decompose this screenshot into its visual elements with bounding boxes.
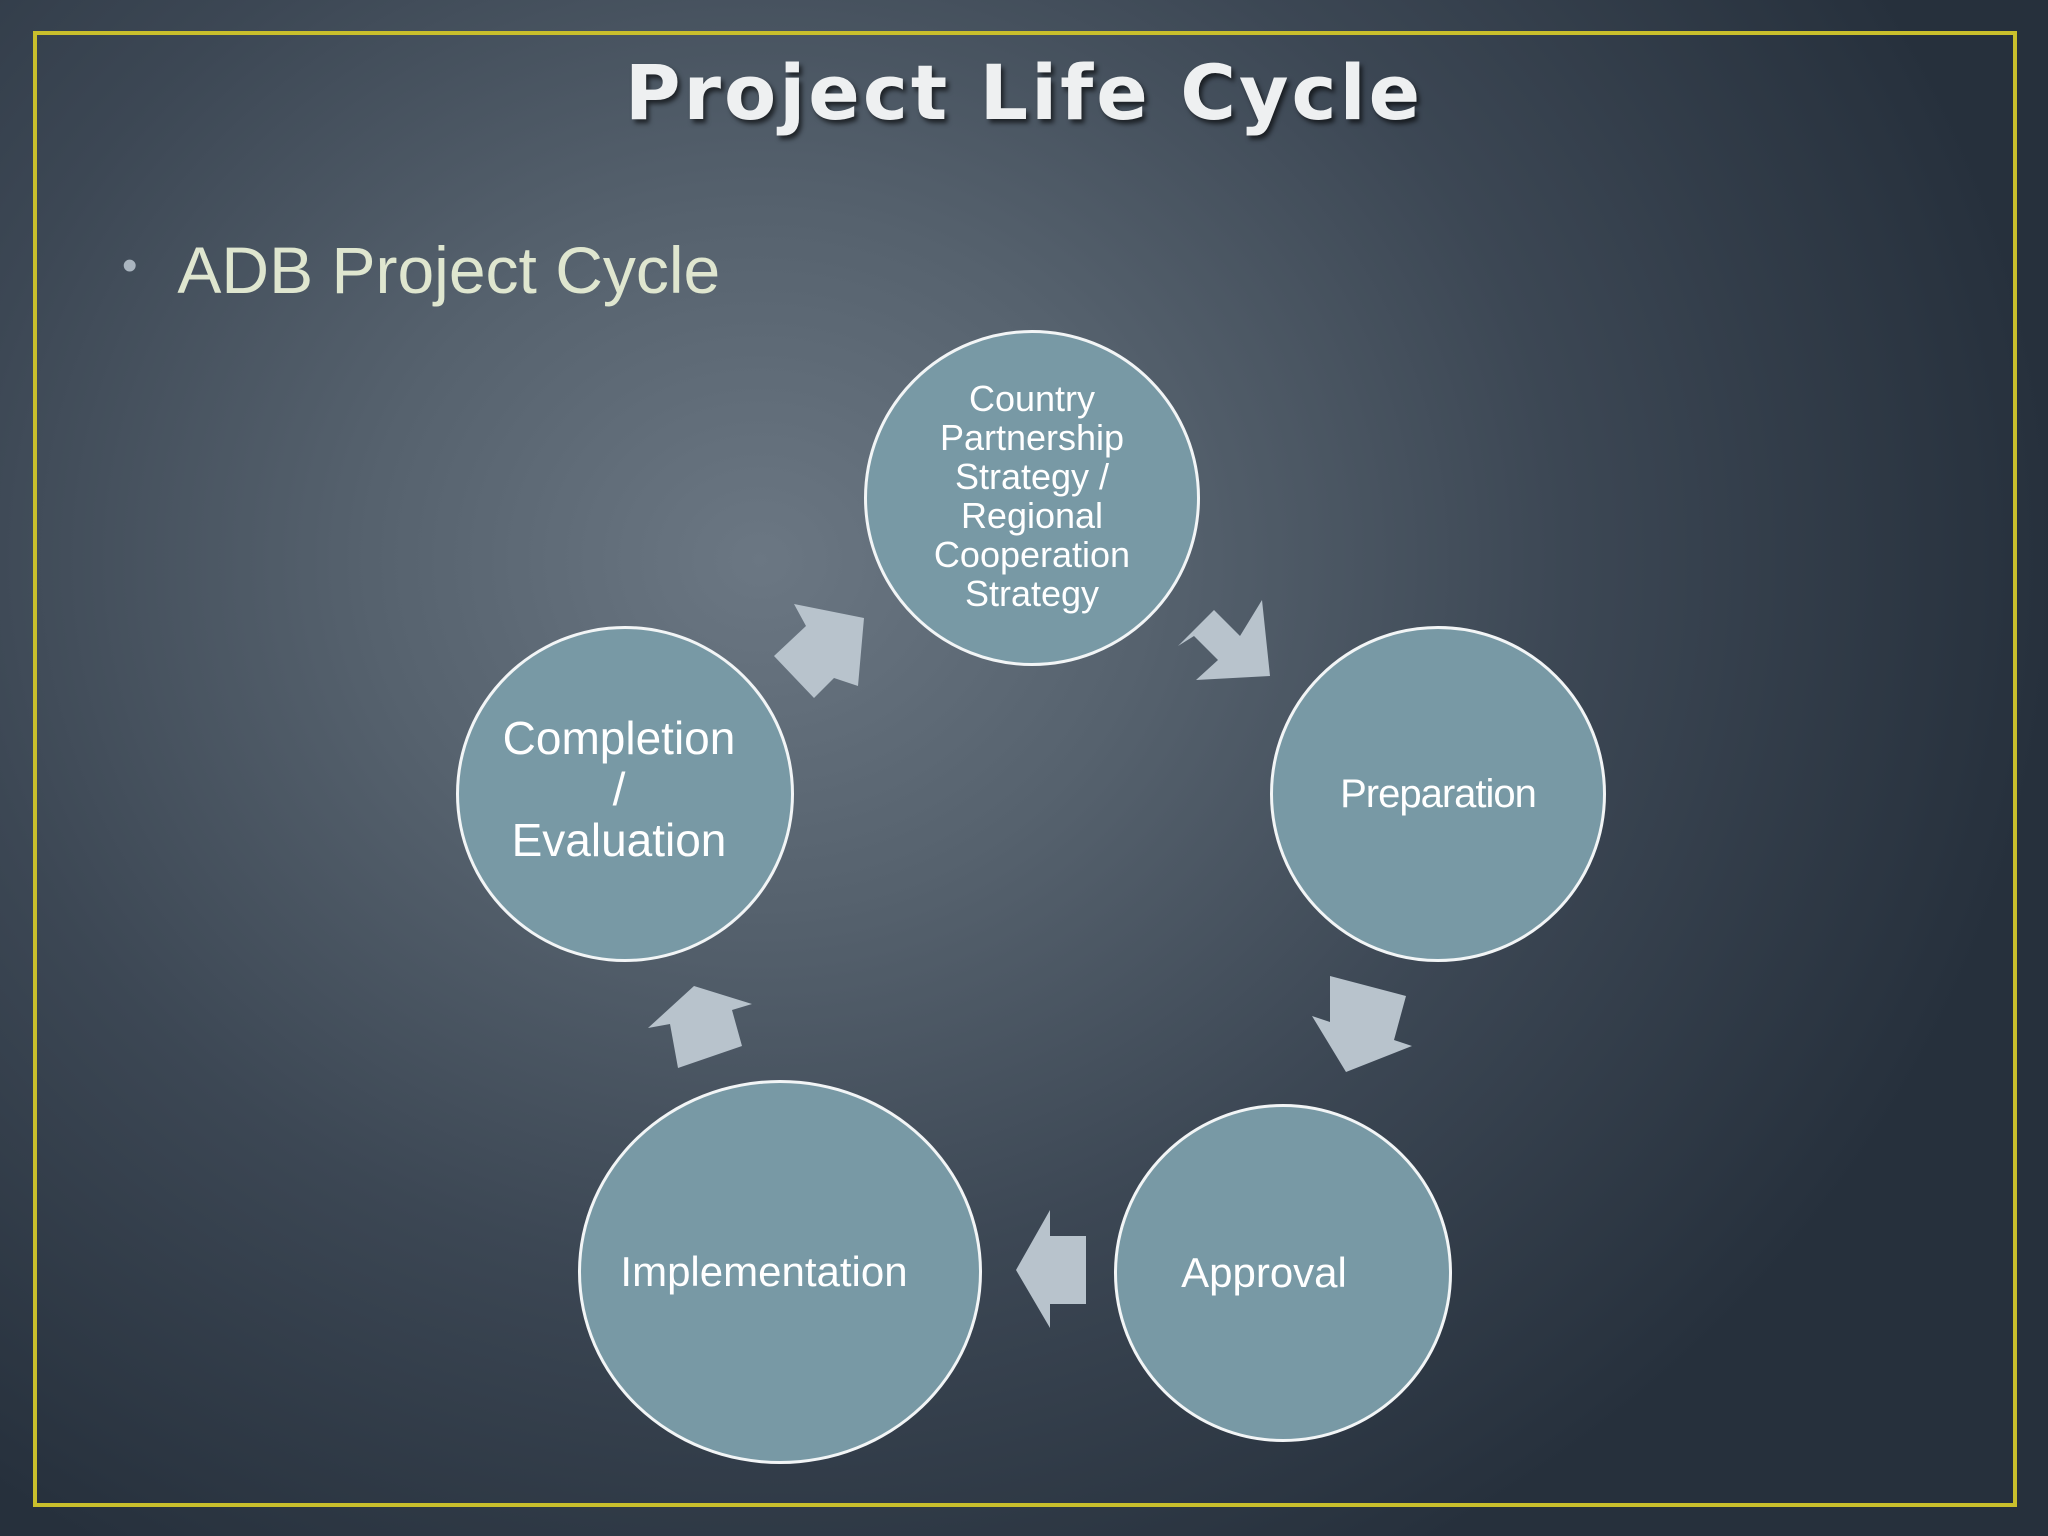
node-completion-label: Completion / Evaluation <box>502 711 736 866</box>
bullet-dot-icon: • <box>122 241 138 290</box>
node-preparation-label: Preparation <box>1340 771 1537 816</box>
node-approval: Approval <box>1114 1104 1452 1442</box>
node-strategy: Country Partnership Strategy / Regional … <box>864 330 1200 666</box>
arrow-preparation-to-approval <box>1312 976 1412 1072</box>
arrow-implementation-to-completion <box>648 986 752 1068</box>
bullet-text: ADB Project Cycle <box>177 233 721 307</box>
node-implementation-label: Implementation <box>620 1248 908 1295</box>
slide-title: Project Life Cycle <box>624 48 1424 137</box>
node-implementation: Implementation <box>578 1080 982 1464</box>
slide-frame <box>33 31 2017 1507</box>
node-approval-label: Approval <box>1181 1249 1347 1296</box>
node-preparation: Preparation <box>1270 626 1606 962</box>
arrow-strategy-to-preparation <box>1178 600 1270 680</box>
bullet-item: • ADB Project Cycle <box>122 232 720 308</box>
arrow-approval-to-implementation <box>1016 1210 1086 1328</box>
node-strategy-label: Country Partnership Strategy / Regional … <box>933 378 1131 614</box>
arrow-completion-to-strategy <box>774 604 864 698</box>
node-completion: Completion / Evaluation <box>456 626 794 962</box>
